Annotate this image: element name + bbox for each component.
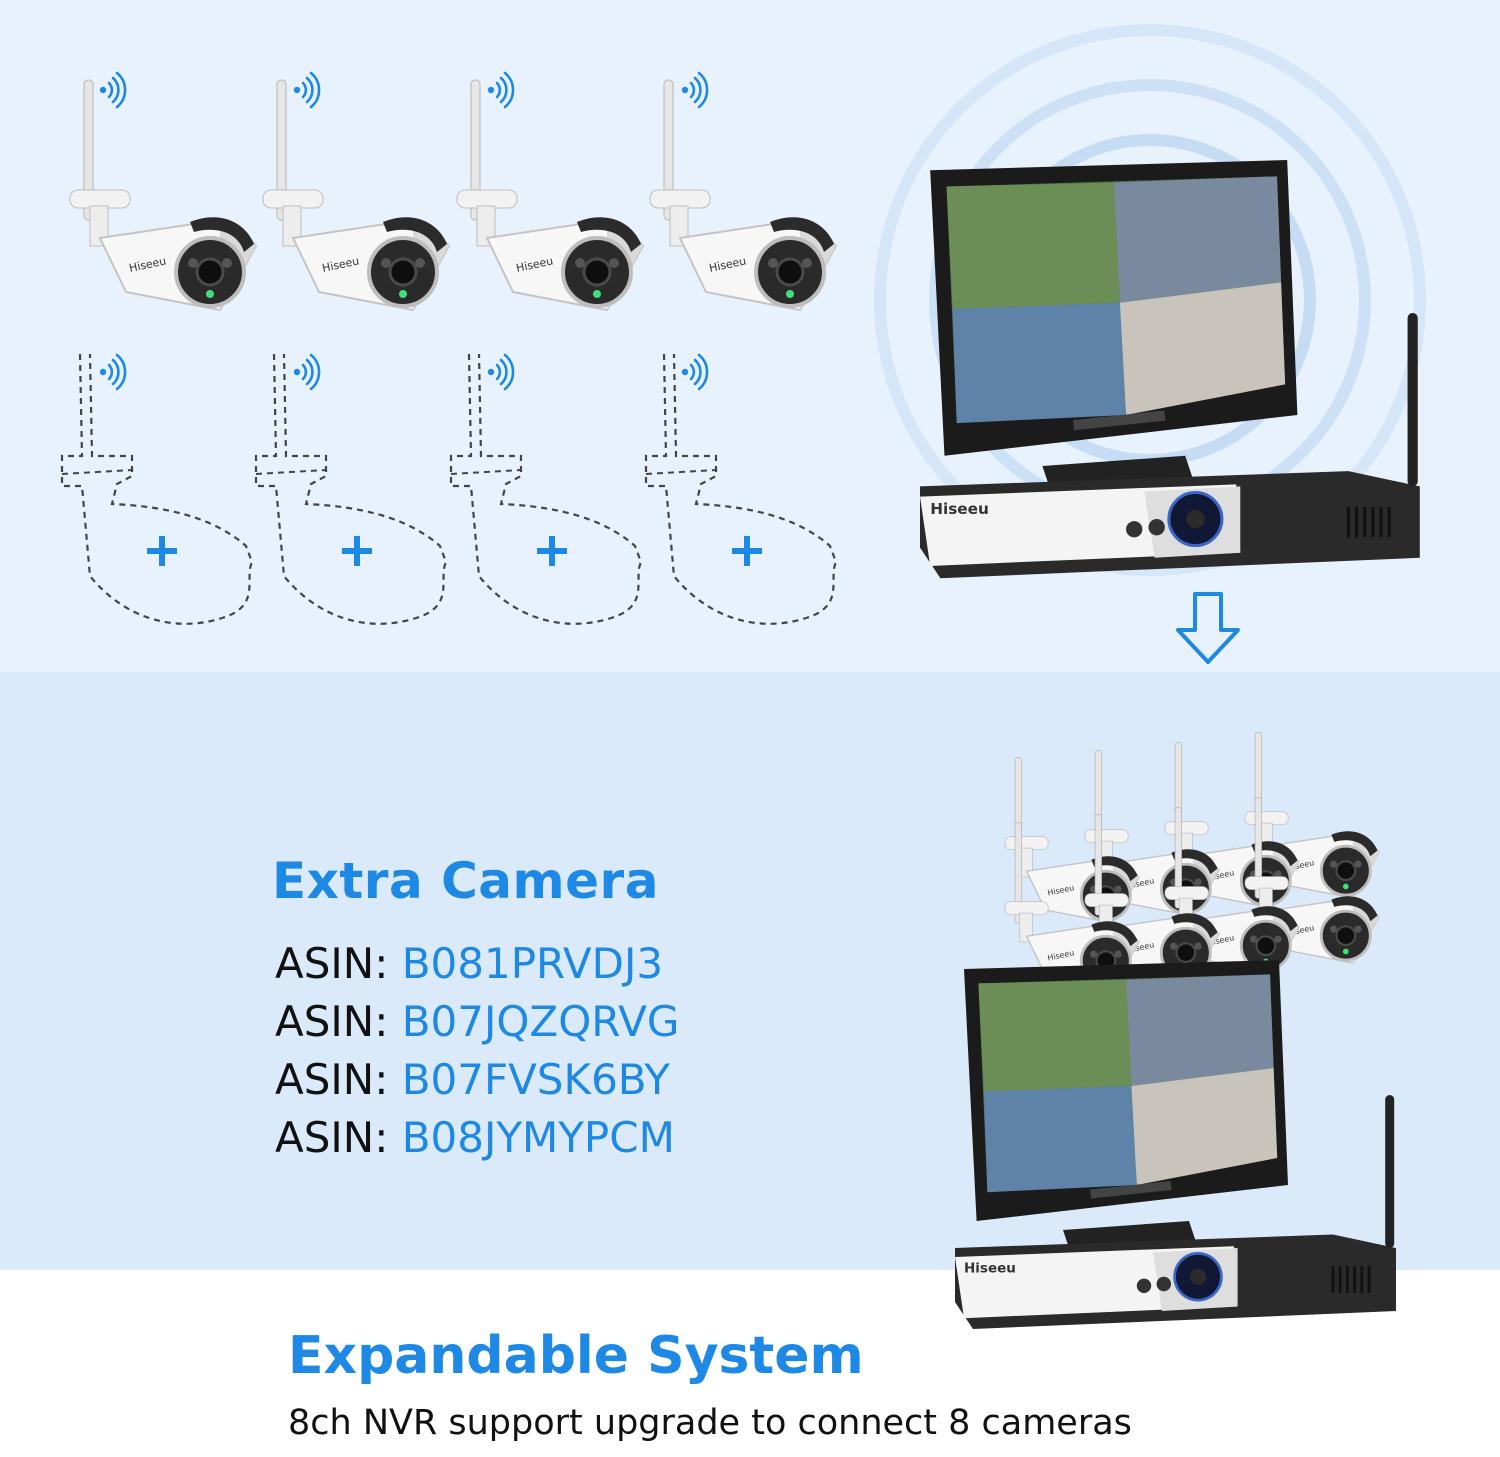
camera-cluster xyxy=(1003,730,1381,990)
asin-code: B081PRVDJ3 xyxy=(401,939,664,988)
wifi-signal-icon xyxy=(486,71,515,109)
empty-camera-slot-1 xyxy=(60,352,254,625)
wifi-signal-icon xyxy=(292,71,321,109)
camera-1 xyxy=(68,78,258,312)
plus-icon xyxy=(537,536,567,566)
plus-icon xyxy=(342,536,372,566)
asin-row: ASIN: B081PRVDJ3 xyxy=(275,935,679,993)
asin-label: ASIN: xyxy=(275,1055,389,1104)
wifi-signal-icon xyxy=(98,71,127,109)
down-arrow-icon xyxy=(1176,592,1240,664)
asin-row: ASIN: B07JQZQRVG xyxy=(275,993,679,1051)
wifi-signal-icon xyxy=(98,353,127,391)
asin-label: ASIN: xyxy=(275,939,389,988)
camera-3 xyxy=(455,78,645,312)
asin-code: B07FVSK6BY xyxy=(401,1055,670,1104)
nvr-monitor-bottom xyxy=(953,958,1398,1331)
wifi-signal-icon xyxy=(680,71,709,109)
wifi-signal-icon xyxy=(292,353,321,391)
plus-icon xyxy=(147,536,177,566)
extra-camera-title: Extra Camera xyxy=(272,852,659,910)
empty-camera-slot-4 xyxy=(644,352,838,625)
wifi-signal-icon xyxy=(486,353,515,391)
empty-camera-slot-3 xyxy=(449,352,643,625)
asin-label: ASIN: xyxy=(275,997,389,1046)
camera-2 xyxy=(261,78,451,312)
camera-4 xyxy=(648,78,838,312)
expandable-system-title: Expandable System xyxy=(288,1326,864,1386)
empty-camera-slot-2 xyxy=(254,352,448,625)
wifi-signal-icon xyxy=(680,353,709,391)
asin-list: ASIN: B081PRVDJ3 ASIN: B07JQZQRVG ASIN: … xyxy=(275,935,679,1167)
plus-icon xyxy=(732,536,762,566)
asin-row: ASIN: B08JYMYPCM xyxy=(275,1109,679,1167)
asin-label: ASIN: xyxy=(275,1113,389,1162)
asin-code: B08JYMYPCM xyxy=(401,1113,675,1162)
asin-code: B07JQZQRVG xyxy=(401,997,680,1046)
expandable-system-subtitle: 8ch NVR support upgrade to connect 8 cam… xyxy=(288,1403,1132,1443)
asin-row: ASIN: B07FVSK6BY xyxy=(275,1051,679,1109)
